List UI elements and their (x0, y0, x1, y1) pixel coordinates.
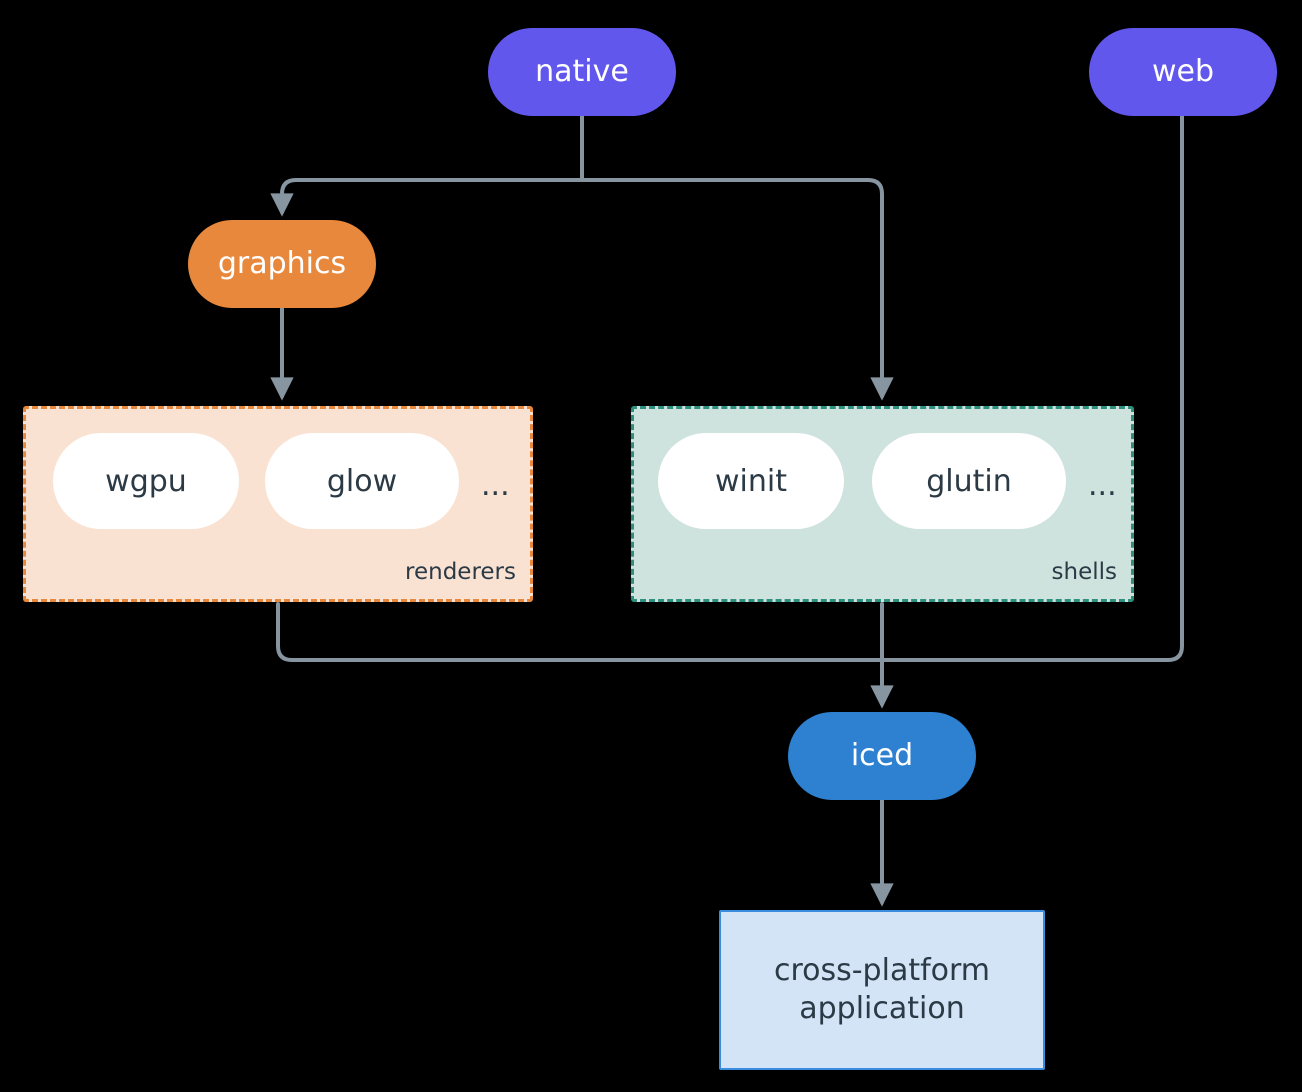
node-web[interactable]: web (1089, 28, 1277, 116)
leaf-glow[interactable]: glow (265, 433, 459, 529)
leaf-glutin[interactable]: glutin (872, 433, 1066, 529)
leaf-winit[interactable]: winit (658, 433, 844, 529)
node-application[interactable]: cross-platform application (719, 910, 1045, 1070)
cluster-renderers: wgpu glow ... renderers (23, 406, 533, 602)
leaf-wgpu-label: wgpu (105, 463, 187, 499)
node-graphics-label: graphics (217, 245, 347, 281)
edge-native-graphics (270, 178, 584, 217)
node-native-label: native (535, 53, 629, 89)
node-native[interactable]: native (488, 28, 676, 116)
leaf-winit-label: winit (715, 463, 787, 499)
edge-native-shells (580, 178, 894, 401)
renderers-ellipsis: ... (481, 468, 510, 503)
leaf-glutin-label: glutin (926, 463, 1012, 499)
leaf-glow-label: glow (326, 463, 398, 499)
cluster-shells-label: shells (1051, 559, 1117, 585)
node-iced[interactable]: iced (788, 712, 976, 800)
node-application-label-line2: application (799, 991, 965, 1026)
node-graphics[interactable]: graphics (188, 220, 376, 308)
node-application-label-line1: cross-platform (773, 952, 991, 988)
leaf-wgpu[interactable]: wgpu (53, 433, 239, 529)
node-iced-label: iced (850, 737, 914, 773)
edge-renderers-iced (276, 602, 884, 662)
node-web-label: web (1151, 53, 1215, 89)
cluster-shells: winit glutin ... shells (631, 406, 1134, 602)
cluster-renderers-label: renderers (405, 559, 516, 585)
shells-ellipsis: ... (1088, 468, 1117, 503)
